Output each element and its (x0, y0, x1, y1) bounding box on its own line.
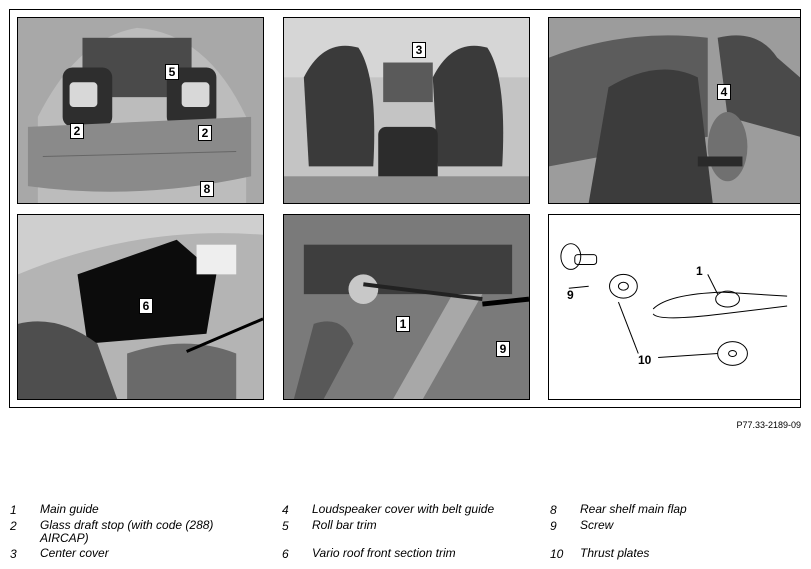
photo-main-guide: 1 9 (283, 214, 530, 400)
legend-text: Rear shelf main flap (580, 502, 687, 516)
callout-label: 5 (165, 64, 179, 80)
legend-text: Thrust plates (580, 546, 650, 560)
photo-loudspeaker-cover: 4 (548, 17, 801, 204)
legend-text: Vario roof front section trim (312, 546, 456, 560)
callout-label: 8 (200, 181, 214, 197)
legend-text: Roll bar trim (312, 518, 377, 532)
callout-label: 2 (198, 125, 212, 141)
callout-label: 1 (696, 264, 703, 278)
callout-label: 3 (412, 42, 426, 58)
photo-vario-roof-trim: 6 (17, 214, 264, 400)
legend-text: Glass draft stop (with code (288) AIRCAP… (40, 518, 214, 545)
legend-text: Loudspeaker cover with belt guide (312, 502, 495, 516)
legend-text: Main guide (40, 502, 99, 516)
callout-label: 9 (567, 288, 574, 302)
legend-text: Center cover (40, 546, 109, 560)
legend-number: 3 (10, 547, 17, 561)
callout-label: 1 (396, 316, 410, 332)
legend-number: 6 (282, 547, 289, 561)
photo-rear-shelf-overview: 2 5 2 8 (17, 17, 264, 204)
callout-label: 6 (139, 298, 153, 314)
legend-number: 1 (10, 503, 17, 517)
drawing-screw-thrust-plates: 9 1 10 (548, 214, 801, 400)
photo-center-cover: 3 (283, 17, 530, 204)
callout-label: 4 (717, 84, 731, 100)
legend-number: 10 (550, 547, 564, 561)
legend-number: 8 (550, 503, 557, 517)
callout-label: 2 (70, 123, 84, 139)
callout-label: 9 (496, 341, 510, 357)
figure-reference: P77.33-2189-09 (736, 420, 801, 430)
legend-number: 4 (282, 503, 289, 517)
legend-number: 5 (282, 519, 289, 533)
callout-label: 10 (638, 353, 652, 367)
legend-number: 2 (10, 519, 17, 533)
legend-text: Screw (580, 518, 614, 532)
legend-number: 9 (550, 519, 557, 533)
